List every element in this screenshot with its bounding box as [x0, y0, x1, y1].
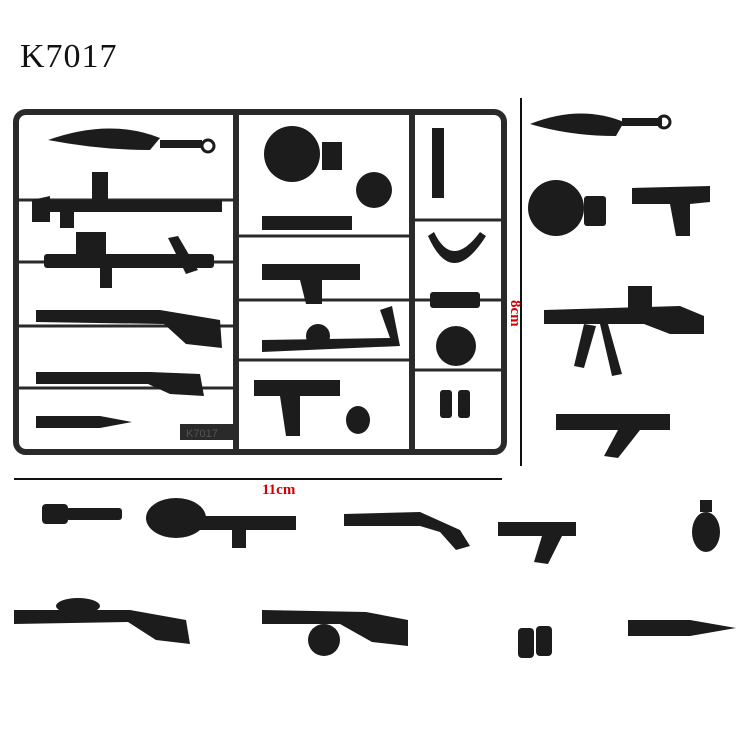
- product-code-title: K7017: [20, 38, 118, 75]
- sprue-mark-text: K7017: [186, 428, 218, 440]
- sten-gun-icon: [344, 512, 470, 550]
- submachine-gun-thompson-icon: [556, 414, 670, 458]
- width-measure-line: [14, 478, 502, 480]
- light-machine-gun-bipod-icon: [544, 286, 704, 376]
- ppsh-gun-icon: [262, 610, 408, 656]
- scimitar-sword-icon: [530, 113, 672, 136]
- combat-knife-icon: [628, 620, 736, 636]
- height-measure-line: [520, 98, 522, 466]
- stick-grenade-icon: [42, 504, 122, 524]
- submachine-gun-grease-icon: [632, 186, 710, 236]
- pistol-luger-icon: [498, 522, 576, 564]
- sprue-parts: [32, 126, 486, 440]
- pineapple-grenade-icon: [692, 500, 720, 552]
- lewis-gun-icon: [14, 598, 190, 644]
- sprue-frame: [13, 109, 507, 455]
- width-dimension-label: 11cm: [262, 482, 296, 498]
- binoculars-icon: [518, 626, 552, 658]
- mine-detector-icon: [146, 498, 296, 548]
- drum-magazine-icon: [528, 180, 606, 236]
